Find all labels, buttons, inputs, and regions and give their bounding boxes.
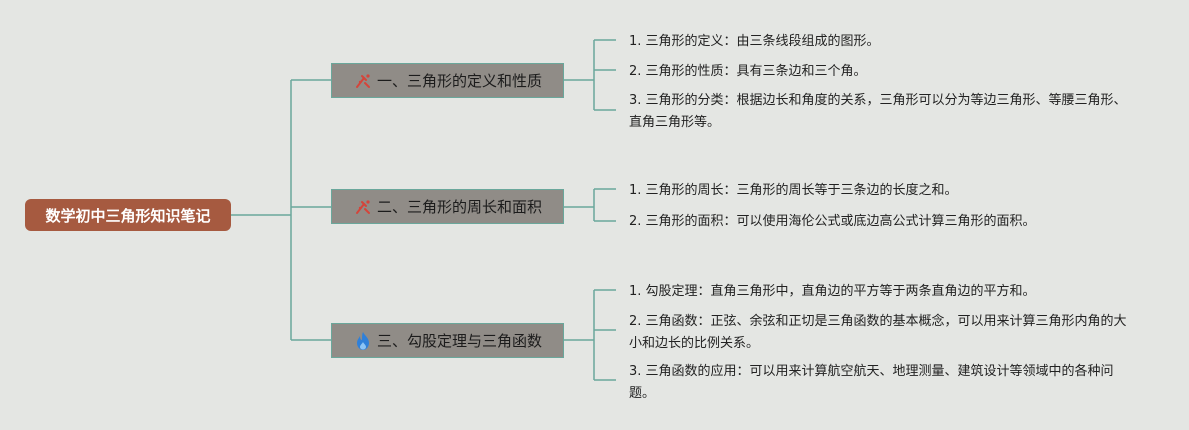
leaf-item: 2. 三角函数：正弦、余弦和正切是三角函数的基本概念，可以用来计算三角形内角的大… [629,314,1127,351]
branch-label: 三、勾股定理与三角函数 [376,332,542,350]
leaf-item: 1. 三角形的定义：由三条线段组成的图形。 [629,34,880,49]
leaf-item: 2. 三角形的面积：可以使用海伦公式或底边高公式计算三角形的面积。 [629,214,1036,229]
leaf-item: 1. 勾股定理：直角三角形中，直角边的平方等于两条直角边的平方和。 [629,284,1036,299]
leaf-item: 3. 三角形的分类：根据边长和角度的关系，三角形可以分为等边三角形、等腰三角形、… [629,93,1127,130]
root-node[interactable]: 数学初中三角形知识笔记 [25,199,231,231]
leaf-item: 1. 三角形的周长：三角形的周长等于三条边的长度之和。 [629,183,958,198]
tools-icon [353,197,373,217]
branch-node-pythagoras-trig[interactable]: 三、勾股定理与三角函数 [331,323,564,358]
leaf-item: 2. 三角形的性质：具有三条边和三个角。 [629,64,867,79]
tools-icon [353,71,373,91]
root-label: 数学初中三角形知识笔记 [45,206,211,225]
flame-icon [353,331,373,351]
branch-node-perimeter-area[interactable]: 二、三角形的周长和面积 [331,189,564,224]
branch-node-definition[interactable]: 一、三角形的定义和性质 [331,63,564,98]
leaf-item: 3. 三角函数的应用：可以用来计算航空航天、地理测量、建筑设计等领域中的各种问题… [629,364,1114,401]
branch-label: 二、三角形的周长和面积 [376,198,542,216]
branch-label: 一、三角形的定义和性质 [376,72,542,90]
